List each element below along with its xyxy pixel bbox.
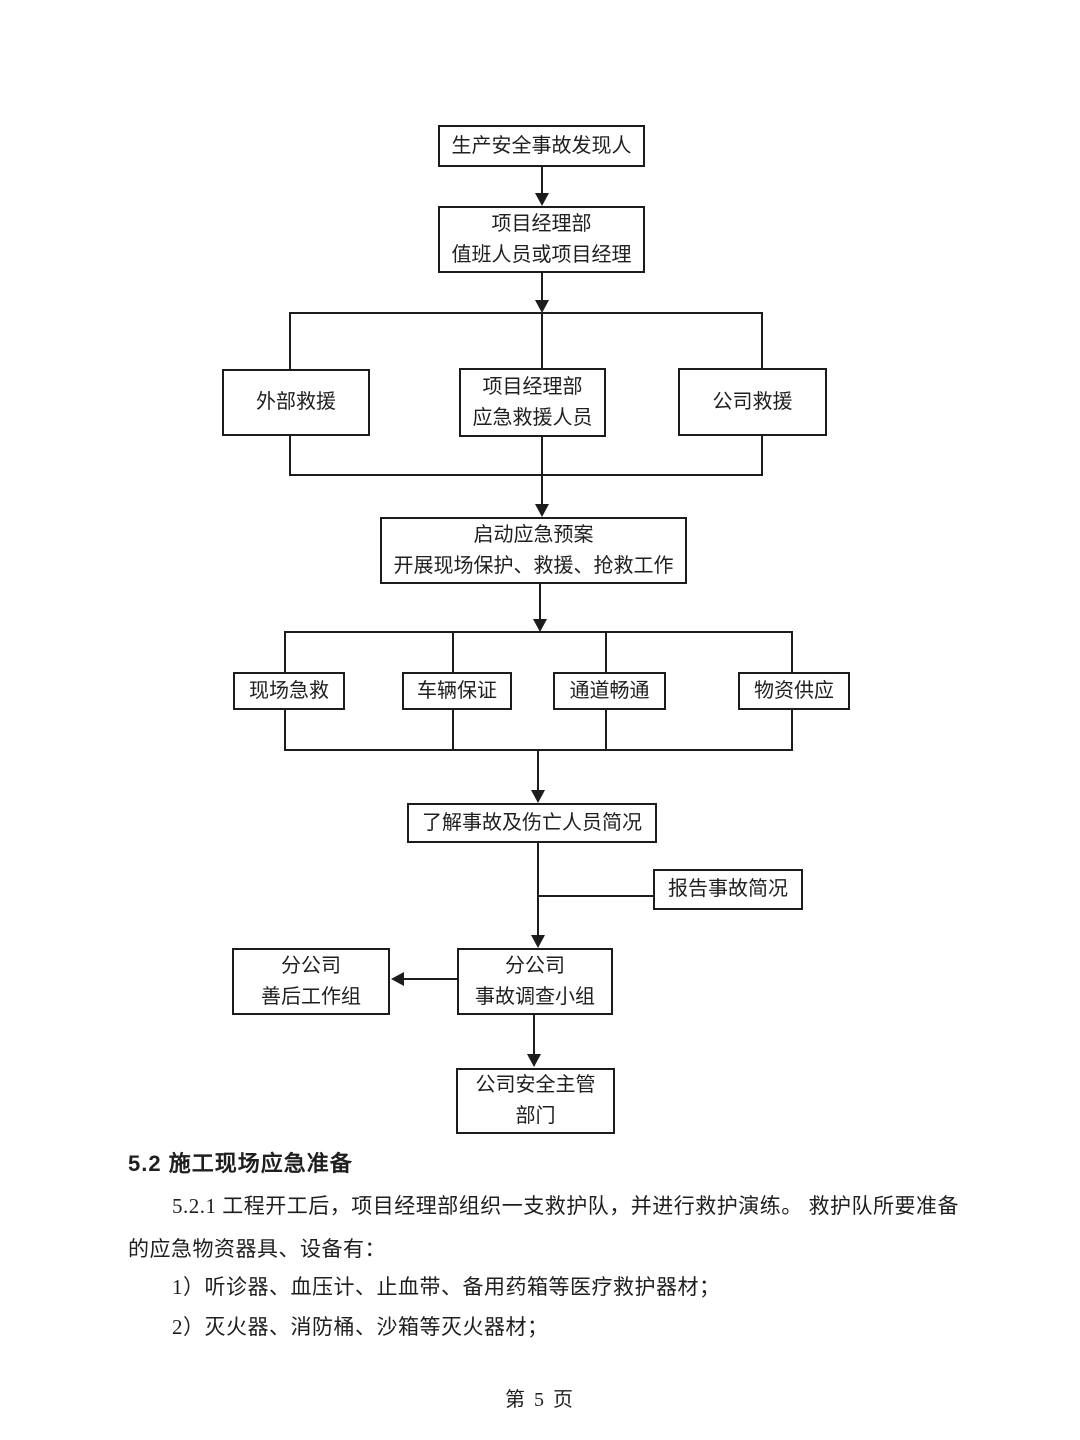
paragraph-line: 5.2.1 工程开工后，项目经理部组织一支救护队，并进行救护演练。 救护队所要准… xyxy=(172,1194,959,1218)
flow-connector xyxy=(289,474,763,476)
node-label: 车辆保证 xyxy=(417,679,497,702)
node-label: 外部救援 xyxy=(256,391,336,413)
paragraph-line: 的应急物资器具、设备有： xyxy=(128,1237,386,1261)
arrowhead-down-icon xyxy=(527,1054,541,1067)
node-label: 部门 xyxy=(515,1105,556,1127)
node-label: 物资供应 xyxy=(754,679,834,702)
flow-connector xyxy=(289,312,763,314)
flow-connector xyxy=(537,751,539,792)
list-item: 2）灭火器、消防桶、沙箱等灭火器材； xyxy=(172,1315,549,1339)
arrowhead-left-icon xyxy=(391,972,404,986)
flow-node-channel-clear: 通道畅通 xyxy=(553,672,666,710)
flow-connector xyxy=(533,1015,535,1056)
node-label: 了解事故及伤亡人员简况 xyxy=(422,811,642,834)
node-label: 善后工作组 xyxy=(261,985,361,1008)
node-label: 开展现场保护、救援、抢救工作 xyxy=(393,554,674,577)
flow-connector xyxy=(539,584,541,621)
node-label: 公司安全主管 xyxy=(475,1074,596,1096)
arrowhead-down-icon xyxy=(535,504,549,517)
node-label: 值班人员或项目经理 xyxy=(451,243,632,266)
flow-node-onsite-first-aid: 现场急救 xyxy=(233,672,345,710)
node-label: 项目经理部 xyxy=(491,212,592,235)
arrowhead-down-icon xyxy=(531,790,545,803)
node-label: 分公司 xyxy=(281,954,341,977)
flow-connector xyxy=(537,895,654,897)
arrowhead-down-icon xyxy=(533,619,547,632)
flow-node-external-rescue: 外部救援 xyxy=(222,369,370,436)
flow-node-material-supply: 物资供应 xyxy=(738,672,850,710)
flow-connector xyxy=(400,978,458,980)
arrowhead-down-icon xyxy=(535,300,549,313)
arrowhead-down-icon xyxy=(535,193,549,206)
node-label: 事故调查小组 xyxy=(475,985,595,1008)
section-heading: 5.2 施工现场应急准备 xyxy=(128,1151,353,1176)
flow-connector xyxy=(284,749,793,751)
flow-connector xyxy=(284,631,793,633)
flow-node-report-brief: 报告事故简况 xyxy=(653,869,803,910)
node-label: 公司救援 xyxy=(712,390,793,413)
node-label: 应急救援人员 xyxy=(472,406,593,429)
arrowhead-down-icon xyxy=(531,935,545,948)
flow-node-project-dept-rescue: 项目经理部 应急救援人员 xyxy=(459,368,606,437)
node-label: 项目经理部 xyxy=(482,375,583,398)
node-label: 生产安全事故发现人 xyxy=(451,134,632,157)
node-label: 报告事故简况 xyxy=(668,878,788,900)
node-label: 通道畅通 xyxy=(569,679,650,702)
node-label: 启动应急预案 xyxy=(473,523,594,546)
flow-node-company-safety-dept: 公司安全主管 部门 xyxy=(456,1068,615,1134)
flow-node-company-rescue: 公司救援 xyxy=(678,368,827,436)
flow-node-accident-discoverer: 生产安全事故发现人 xyxy=(438,125,645,167)
flow-node-aftermath-group: 分公司 善后工作组 xyxy=(232,948,390,1015)
flow-connector xyxy=(541,167,543,196)
flow-node-investigation-group: 分公司 事故调查小组 xyxy=(457,948,613,1015)
list-item: 1）听诊器、血压计、止血带、备用药箱等医疗救护器材； xyxy=(172,1275,721,1299)
node-label: 现场急救 xyxy=(249,679,329,702)
flow-node-accident-brief: 了解事故及伤亡人员简况 xyxy=(407,803,657,843)
flow-connector xyxy=(541,476,543,506)
flow-node-vehicle-guarantee: 车辆保证 xyxy=(402,672,512,710)
flow-node-start-plan: 启动应急预案 开展现场保护、救援、抢救工作 xyxy=(380,517,687,584)
flow-node-project-dept-duty: 项目经理部 值班人员或项目经理 xyxy=(438,206,645,273)
node-label: 分公司 xyxy=(505,954,565,977)
page-number: 第 5 页 xyxy=(505,1389,575,1411)
flow-connector xyxy=(537,843,539,937)
flow-connector xyxy=(541,273,543,302)
